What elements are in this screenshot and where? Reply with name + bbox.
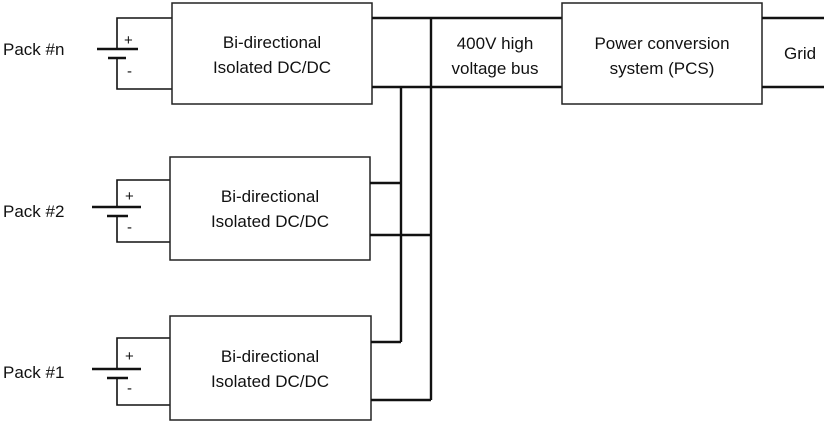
dcdc-1-line2: Isolated DC/DC <box>211 372 329 391</box>
battery-2-icon: + - <box>92 179 170 243</box>
bus-label-line1: 400V high <box>457 34 534 53</box>
battery-1-icon: + - <box>92 337 170 406</box>
hv-bus-wiring <box>370 16 562 402</box>
battery-1-plus: + <box>125 348 134 365</box>
dcdc-converter-1 <box>169 315 372 421</box>
battery-2-minus: - <box>127 219 132 236</box>
dcdc-2-line1: Bi-directional <box>221 187 319 206</box>
grid-label: Grid <box>784 44 816 63</box>
dcdc-n-line1: Bi-directional <box>223 33 321 52</box>
pcs-label-line2: system (PCS) <box>610 59 715 78</box>
dcdc-converter-2 <box>169 156 371 261</box>
pcs-label-line1: Power conversion <box>594 34 729 53</box>
pack-1-label: Pack #1 <box>3 363 64 382</box>
battery-2-plus: + <box>125 188 134 205</box>
pack-2-label: Pack #2 <box>3 202 64 221</box>
bus-label-line2: voltage bus <box>452 59 539 78</box>
pack-2-group: Pack #2 + - Bi-directional Isolated DC/D… <box>3 156 371 261</box>
pack-n-label: Pack #n <box>3 40 64 59</box>
battery-n-icon: + - <box>97 17 172 90</box>
battery-1-minus: - <box>127 380 132 397</box>
pack-1-group: Pack #1 + - Bi-directional Isolated DC/D… <box>3 315 372 421</box>
battery-n-minus: - <box>127 63 132 80</box>
dcdc-converter-n <box>171 2 373 105</box>
battery-n-plus: + <box>124 32 133 49</box>
dcdc-n-line2: Isolated DC/DC <box>213 58 331 77</box>
dcdc-1-line1: Bi-directional <box>221 347 319 366</box>
pack-n-group: Pack #n + - Bi-directional Isolated DC/D… <box>3 2 373 105</box>
dcdc-2-line2: Isolated DC/DC <box>211 212 329 231</box>
pcs-box <box>561 2 763 105</box>
